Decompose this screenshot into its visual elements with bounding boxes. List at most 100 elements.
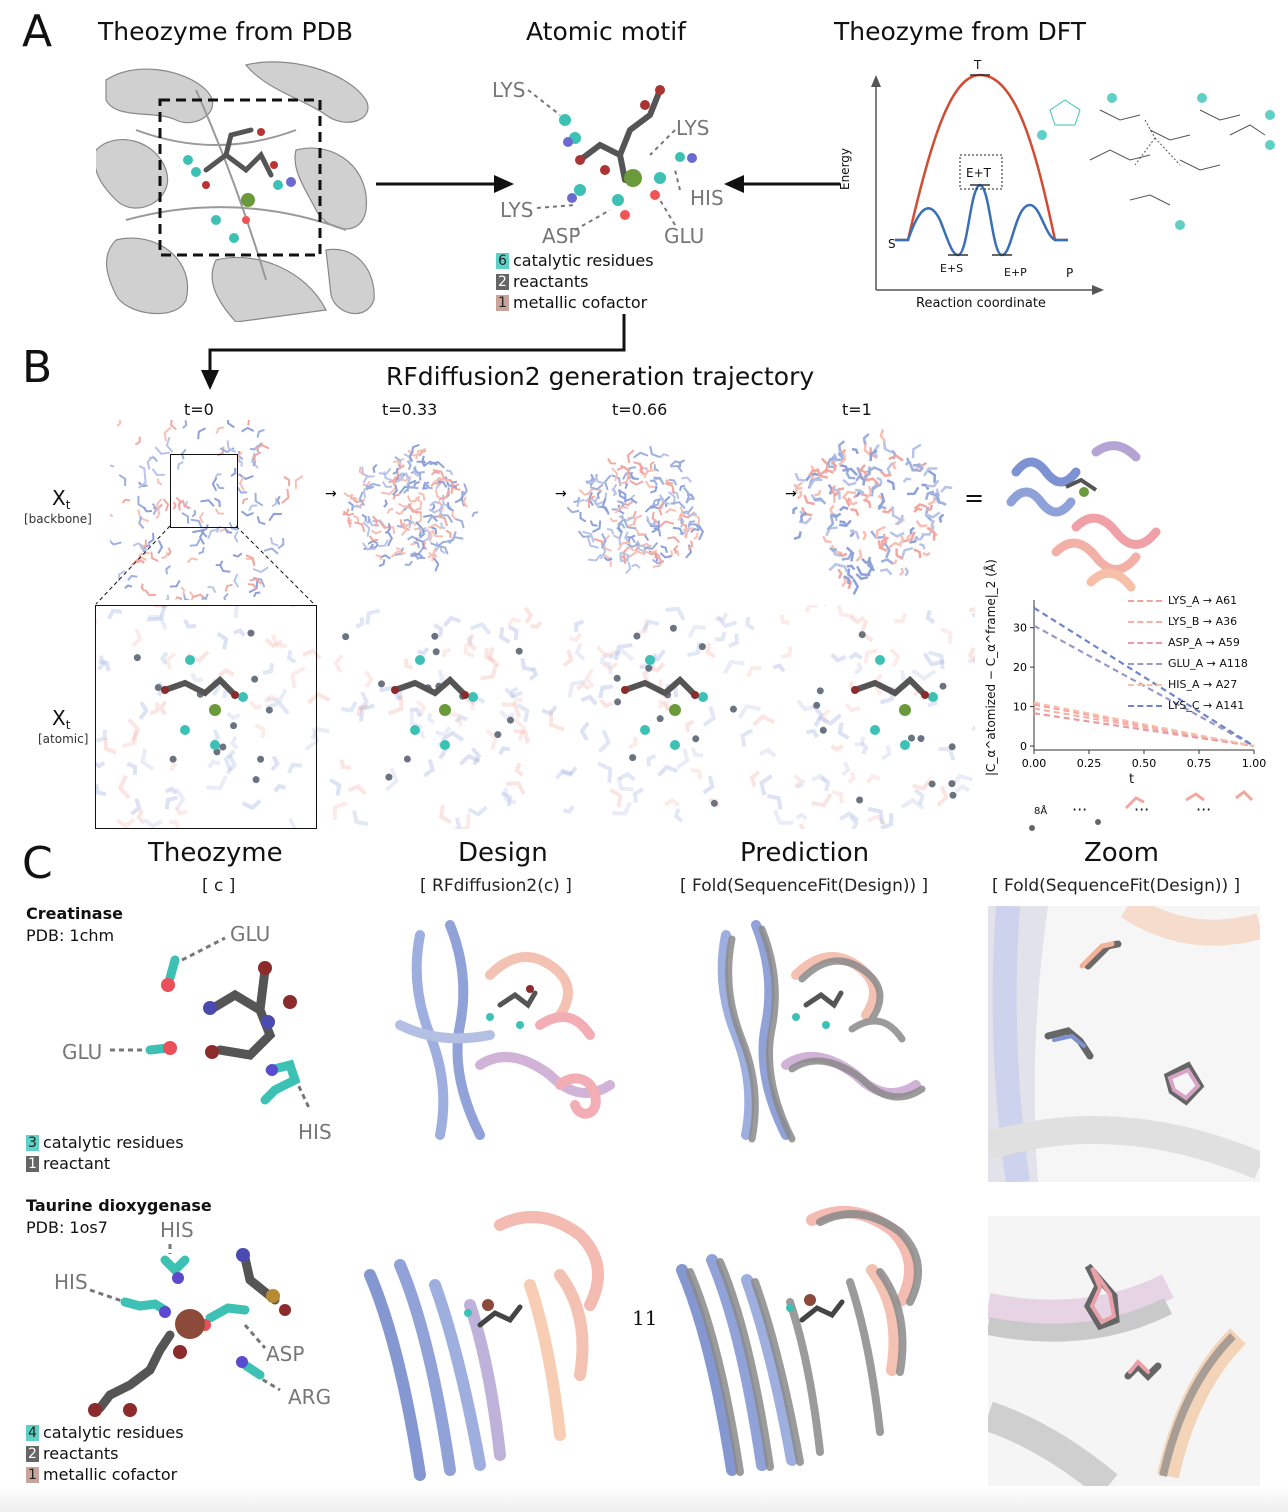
energy-label-s: S	[888, 237, 896, 251]
motif-molecule	[161, 655, 248, 750]
plot-xlabel: t	[1129, 772, 1135, 787]
plot-legend-item: LYS_C → A141	[1128, 695, 1248, 716]
x-tick-label: 1.00	[1242, 757, 1267, 770]
legend-text: metallic cofactor	[513, 293, 648, 312]
motif-molecule	[391, 655, 478, 750]
panel-letter-c: C	[22, 838, 53, 889]
pdb-protein-figure	[96, 61, 375, 322]
title-theozyme-dft: Theozyme from DFT	[834, 17, 1086, 46]
x-tick-label: 0.50	[1132, 757, 1157, 770]
creatinase-theozyme-figure	[110, 936, 312, 1111]
taurine-label-arg: ARG	[288, 1385, 332, 1409]
col-sub-theozyme: [ c ]	[202, 876, 236, 896]
legend-series-name: LYS_B → A36	[1168, 615, 1238, 628]
energy-label-es: E+S	[940, 262, 964, 275]
y-tick-label: 0	[1020, 740, 1027, 753]
energy-diagram	[871, 73, 1104, 295]
legend-count: 4	[26, 1424, 39, 1441]
energy-ylabel: Energy	[838, 147, 852, 190]
motif-molecule	[621, 655, 708, 750]
title-theozyme-pdb: Theozyme from PDB	[98, 17, 353, 46]
y-tick-label: 10	[1013, 701, 1027, 714]
creatinase-label-his: HIS	[298, 1120, 332, 1144]
legend-series-name: GLU_A → A118	[1168, 657, 1248, 670]
taurine-zoom-panel	[988, 1216, 1260, 1486]
row-label-atomic: Xt [atomic]	[38, 706, 88, 746]
plot-ylabel: |C_α^atomized − C_α^frame|_2 (Å)	[984, 559, 998, 776]
plot-legend-item: LYS_A → A61	[1128, 590, 1248, 611]
plot-legend-item: HIS_A → A27	[1128, 674, 1248, 695]
row-tag: [atomic]	[38, 732, 89, 747]
taurine-label-asp: ASP	[266, 1342, 305, 1366]
arrow-dft-to-motif	[724, 175, 840, 193]
row-subscript: t	[65, 498, 71, 513]
y-tick-label: 20	[1013, 661, 1027, 674]
motif-molecule	[851, 655, 938, 750]
panel-letter-a: A	[22, 6, 53, 57]
y-tick-label: 30	[1013, 622, 1027, 635]
plot-legend-item: GLU_A → A118	[1128, 653, 1248, 674]
legend-count: 2	[26, 1445, 39, 1462]
legend-count: 6	[496, 252, 509, 269]
series-line	[1033, 712, 1255, 748]
taurine-label-his-2: HIS	[54, 1270, 88, 1294]
taurine-pdb: PDB: 1os7	[26, 1218, 108, 1237]
creatinase-name: Creatinase	[26, 904, 123, 923]
motif-label-lys-1: LYS	[492, 78, 526, 102]
motif-label-lys-3: LYS	[500, 198, 534, 222]
col-title-zoom: Zoom	[1084, 838, 1159, 868]
energy-label-et: E+T	[966, 166, 991, 180]
row-subscript: t	[65, 718, 71, 733]
ellipsis-3: ···	[1196, 800, 1212, 819]
energy-label-p: P	[1066, 266, 1074, 280]
taurine-name: Taurine dioxygenase	[26, 1196, 212, 1215]
col-sub-zoom: [ Fold(SequenceFit(Design)) ]	[992, 876, 1241, 896]
col-title-theozyme: Theozyme	[148, 838, 283, 868]
time-label-066: t=0.66	[612, 400, 668, 419]
motif-label-lys-2: LYS	[676, 116, 710, 140]
legend-series-name: LYS_A → A61	[1168, 594, 1238, 607]
energy-label-ep: E+P	[1004, 266, 1027, 279]
legend-text: catalytic residues	[513, 251, 654, 270]
trajectory-step-arrow: →	[325, 486, 337, 502]
ellipsis-1: ···	[1072, 800, 1088, 819]
row-tag: [backbone]	[24, 512, 92, 527]
energy-xlabel: Reaction coordinate	[916, 296, 1046, 311]
x-tick-label: 0.00	[1022, 757, 1047, 770]
creatinase-prediction-structure	[717, 920, 926, 1143]
creatinase-label-glu-2: GLU	[62, 1040, 103, 1064]
col-sub-design: [ RFdiffusion2(c) ]	[420, 876, 572, 896]
chemical-scheme	[1037, 93, 1275, 230]
col-title-prediction: Prediction	[740, 838, 870, 868]
atomic-motif-figure	[527, 85, 697, 231]
scale-label: 8Å	[1034, 806, 1048, 817]
legend-text: metallic cofactor	[43, 1465, 178, 1484]
taurine-design-structure	[364, 1211, 604, 1481]
trajectory-step-arrow: →	[555, 486, 567, 502]
series-line	[1033, 624, 1255, 748]
series-line	[1033, 606, 1255, 747]
final-protein-structure	[1006, 441, 1161, 592]
row-symbol: X	[52, 706, 66, 730]
motif-label-his: HIS	[690, 186, 724, 210]
legend-text: reactants	[43, 1444, 119, 1463]
legend-text: catalytic residues	[43, 1423, 184, 1442]
creatinase-design-structure	[395, 920, 615, 1140]
row-label-backbone: Xt [backbone]	[24, 486, 92, 526]
title-atomic-motif: Atomic motif	[526, 17, 686, 46]
trajectory-title: RFdiffusion2 generation trajectory	[386, 362, 815, 391]
time-label-033: t=0.33	[382, 400, 438, 419]
taurine-theozyme-figure	[88, 1244, 291, 1417]
motif-label-glu: GLU	[664, 224, 705, 248]
energy-label-t: T	[974, 58, 982, 72]
col-title-design: Design	[458, 838, 548, 868]
arrow-motif-to-trajectory	[201, 314, 626, 390]
